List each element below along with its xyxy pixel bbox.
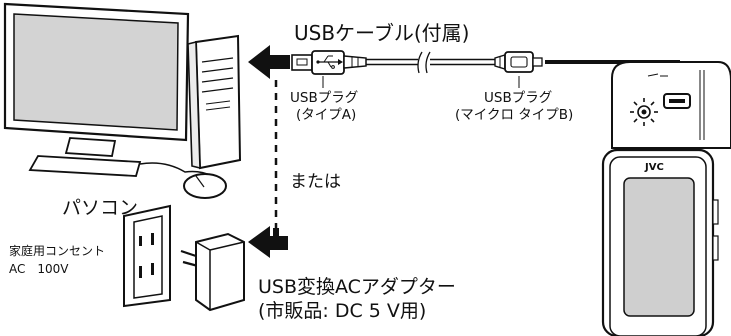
plug-a-label-line1: USBプラグ [290, 90, 359, 106]
plug-b-label-line1: USBプラグ [484, 90, 553, 106]
outlet-label-line1: 家庭用コンセント [9, 244, 106, 258]
pc-monitor [3, 2, 190, 177]
pc-tower [187, 34, 242, 170]
pc-label: パソコン [62, 197, 139, 219]
or-label: または [290, 172, 341, 192]
usb-cable [291, 50, 692, 96]
cropped-caption-strip [230, 0, 530, 5]
plug-b-label-line2: (マイクロ タイプB) [455, 107, 574, 123]
camera-body [601, 148, 719, 336]
usb-ac-adapter [180, 232, 245, 312]
adapter-label-line1: USB変換ACアダプター [258, 276, 456, 298]
camera-top [611, 61, 731, 149]
wall-outlet [123, 204, 171, 308]
arrow-to-pc-icon [248, 45, 290, 79]
usb-cable-label: USBケーブル(付属) [294, 21, 470, 45]
plug-a-label-line2: (タイプA) [296, 107, 357, 123]
usb-symbol-icon [316, 55, 343, 69]
outlet-label-line2: AC 100V [9, 262, 69, 276]
arrow-to-adapter-icon [248, 226, 288, 258]
camera-brand-logo: JVC [645, 162, 664, 173]
adapter-label-line2: (市販品: DC 5 V用) [258, 300, 427, 322]
mouse [139, 162, 227, 199]
